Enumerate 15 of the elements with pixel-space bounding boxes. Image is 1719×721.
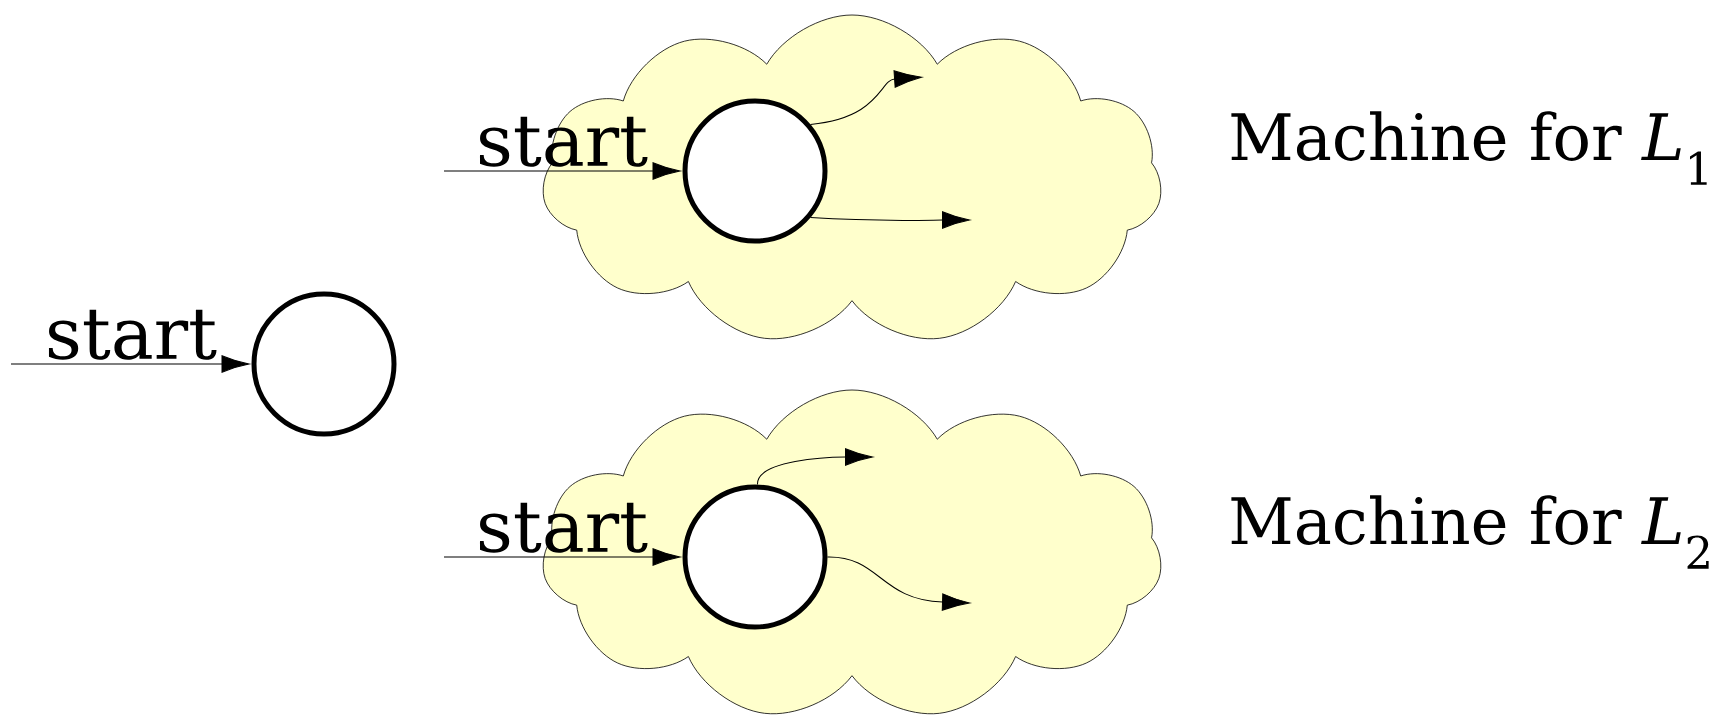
arrow <box>10 355 250 373</box>
arrow <box>810 211 970 229</box>
state-circle <box>251 291 397 437</box>
start-label: start <box>479 502 648 553</box>
machine-label: Machine for L$_{2}$ <box>1231 495 1709 569</box>
arrow <box>443 548 681 566</box>
arrow <box>443 162 681 180</box>
arrow <box>757 448 873 486</box>
state-circle <box>682 484 828 630</box>
start-label: start <box>479 116 648 167</box>
start-label: start <box>48 309 217 360</box>
machine-label: Machine for L$_{1}$ <box>1231 111 1707 185</box>
arrow <box>827 556 970 611</box>
state-circle <box>682 98 828 244</box>
arrow <box>810 70 922 125</box>
